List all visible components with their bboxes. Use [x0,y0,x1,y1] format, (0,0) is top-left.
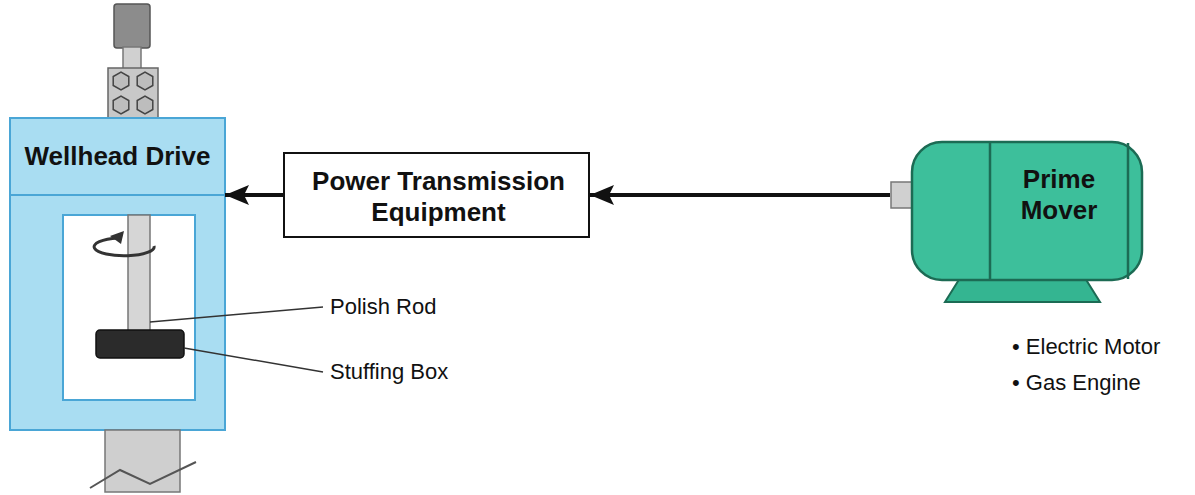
prime-mover: Prime Mover [890,140,1145,305]
hex-bolt [137,72,153,90]
wellhead-drive: Wellhead Drive [10,118,225,430]
bullet-item: • Electric Motor [1012,334,1160,360]
text-holder: Wellhead Drive [10,118,225,195]
rotation-arrow [94,238,154,256]
motor-body [912,142,1142,280]
gear-box [108,68,158,118]
drive-housing [10,118,225,430]
node-label: Prime Mover [990,164,1128,226]
flow-arrow [590,193,890,197]
polish-rod [128,215,150,333]
node-label: Wellhead Drive [19,141,217,172]
motor-shaft [891,182,913,208]
leader-line [150,307,323,322]
stuffing-box [96,330,184,358]
bullet-item: • Gas Engine [1012,370,1141,396]
motor-shape [890,140,1145,305]
bolt-group [113,72,153,114]
rotation-arrowhead [110,231,124,244]
text-holder: Prime Mover [990,140,1128,250]
drive-shaft [123,47,141,69]
node-label: Power Transmission Equipment [285,166,592,228]
drive-cap [114,4,150,48]
hex-bolt [137,96,153,114]
housing-window [63,215,195,400]
housing-seam [10,194,225,196]
motor-band [989,143,992,279]
part-label: Stuffing Box [330,359,448,385]
flow-arrow [225,193,283,197]
motor-feet [945,278,1100,302]
hex-bolt [113,72,129,90]
motor-band [1127,143,1130,279]
break-line [90,462,196,488]
hex-bolt [113,96,129,114]
wellhead-pipe [105,430,180,492]
leader-line [184,348,323,372]
part-label: Polish Rod [330,294,436,320]
process-box: Power Transmission Equipment [283,152,590,238]
text-holder: Power Transmission Equipment [285,154,592,240]
